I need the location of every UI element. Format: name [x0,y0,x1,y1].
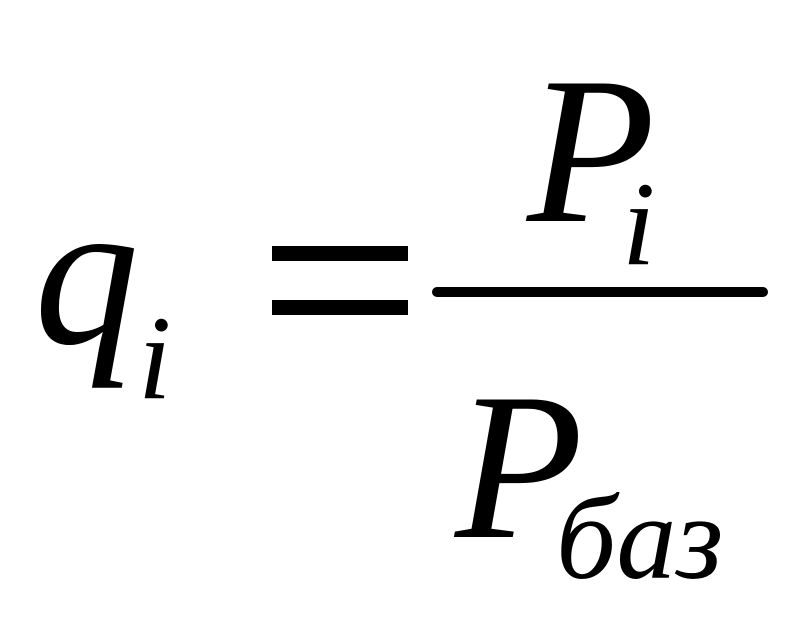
lhs-variable: q [34,157,139,389]
denominator-subscript: баз [556,471,724,604]
equals-bar-top [272,246,408,261]
denominator-variable: P [455,351,584,583]
equals-sign [272,238,408,320]
equals-bar-bottom [272,300,408,315]
numerator-subscript: i [622,157,656,290]
fraction-bar [432,287,768,297]
lhs-subscript: i [138,291,172,424]
numerator-variable: P [527,35,656,267]
